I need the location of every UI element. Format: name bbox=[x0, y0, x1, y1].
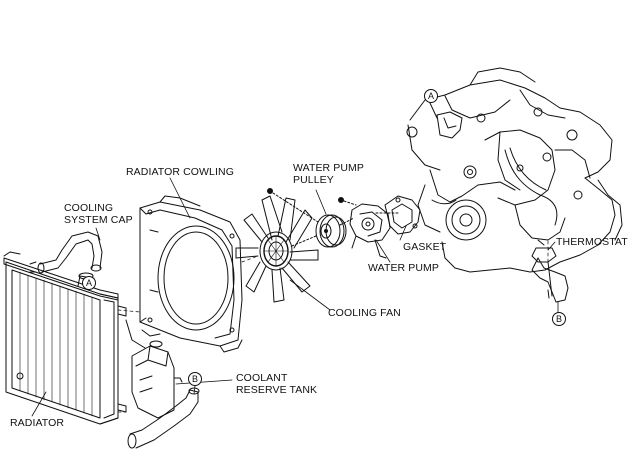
callout-a-hose: A bbox=[82, 276, 96, 290]
label-water-pump-pulley-line-2: PULLEY bbox=[293, 174, 334, 186]
label-cooling-system-cap-line-2: SYSTEM CAP bbox=[64, 214, 133, 226]
assembly-guide-lines bbox=[117, 239, 549, 413]
leader-gasket bbox=[399, 225, 407, 241]
water-pump-assembly bbox=[338, 195, 421, 259]
engine-block bbox=[406, 67, 623, 273]
label-water-pump: WATER PUMP bbox=[368, 262, 439, 274]
radiator bbox=[3, 251, 127, 425]
lower-radiator-hose bbox=[127, 387, 200, 449]
label-radiator-cowling: RADIATOR COWLING bbox=[126, 166, 234, 178]
callout-a-engine: A bbox=[424, 89, 438, 103]
leader-radiator-cowling bbox=[169, 177, 191, 219]
label-cooling-system-cap: COOLING SYSTEM CAP bbox=[64, 202, 133, 226]
leader-thermostat bbox=[547, 241, 556, 251]
label-radiator: RADIATOR bbox=[10, 417, 65, 429]
label-gasket: GASKET bbox=[403, 241, 447, 253]
leader-callout-b-hose bbox=[193, 385, 196, 395]
leader-water-pump-pulley bbox=[315, 189, 327, 215]
leader-cooling-system-cap bbox=[95, 227, 101, 241]
leader-coolant-reserve-tank bbox=[175, 379, 233, 385]
callout-b-thermostat: B bbox=[552, 312, 566, 326]
cooling-fan bbox=[235, 195, 319, 303]
label-thermostat: THERMOSTAT bbox=[556, 236, 628, 248]
label-water-pump-pulley: WATER PUMP PULLEY bbox=[293, 162, 364, 186]
label-cooling-fan: COOLING FAN bbox=[328, 307, 401, 319]
coolant-reserve-tank bbox=[125, 319, 183, 419]
callout-a-leader-engine bbox=[429, 102, 438, 119]
label-cooling-system-cap-line-1: COOLING bbox=[64, 202, 114, 214]
leader-cooling-fan bbox=[289, 279, 331, 311]
leader-water-pump bbox=[375, 239, 391, 263]
label-coolant-reserve-tank-line-1: COOLANT bbox=[236, 372, 288, 384]
upper-radiator-hose bbox=[29, 231, 103, 274]
label-water-pump-pulley-line-1: WATER PUMP bbox=[293, 162, 364, 174]
callout-b-hose: B bbox=[188, 372, 202, 386]
radiator-cowling bbox=[139, 195, 243, 353]
leader-radiator bbox=[31, 391, 47, 417]
water-pump-pulley bbox=[267, 188, 355, 248]
leader-lines bbox=[31, 177, 559, 417]
label-coolant-reserve-tank: COOLANT RESERVE TANK bbox=[236, 372, 317, 396]
label-coolant-reserve-tank-line-2: RESERVE TANK bbox=[236, 384, 318, 396]
